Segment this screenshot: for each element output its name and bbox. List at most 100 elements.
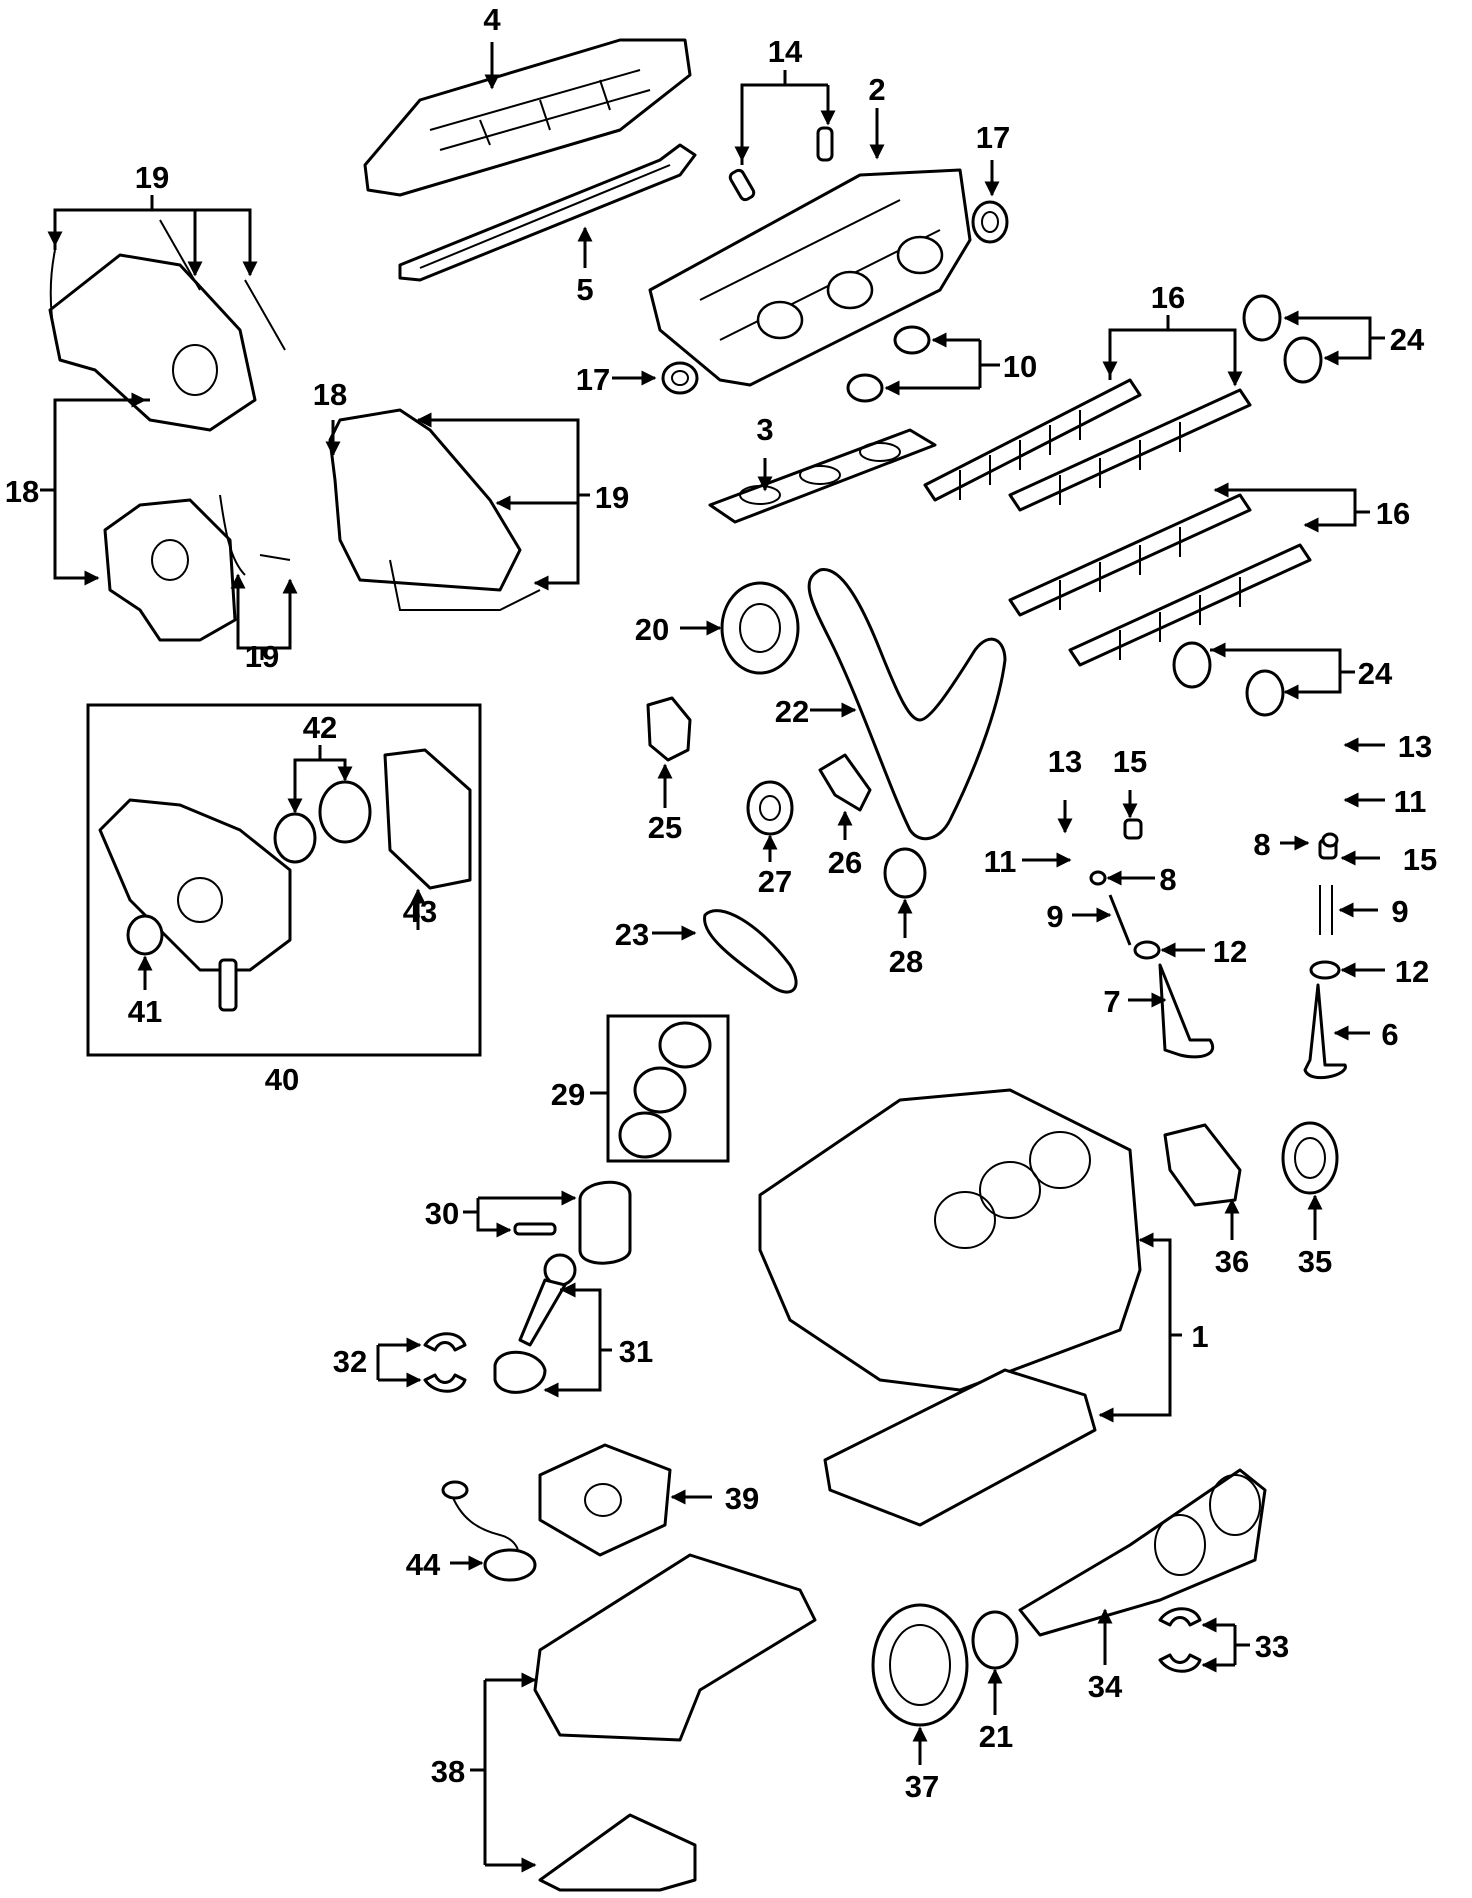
callout-12: 12 xyxy=(1213,934,1247,969)
oil-pump-cover-part[interactable] xyxy=(383,748,472,890)
callout-43: 43 xyxy=(403,894,437,929)
rod-bearing-part[interactable] xyxy=(423,1332,467,1393)
camshaft-part[interactable] xyxy=(923,378,1312,667)
callout-19: 19 xyxy=(595,480,629,515)
callout-12: 12 xyxy=(1395,954,1429,989)
valve-train-part[interactable] xyxy=(1089,818,1347,1080)
callout-42: 42 xyxy=(303,710,337,745)
cam-sprocket-part[interactable] xyxy=(1172,294,1323,717)
tensioner-arm-part[interactable] xyxy=(818,753,872,812)
callout-6: 6 xyxy=(1381,1017,1398,1052)
callout-24: 24 xyxy=(1390,322,1425,357)
callout-1: 1 xyxy=(1191,1319,1208,1354)
main-bearing-part[interactable] xyxy=(1158,1607,1202,1673)
rear-seal-housing-part[interactable] xyxy=(1163,1123,1242,1207)
gasket-set-box xyxy=(606,1014,730,1163)
callout-41: 41 xyxy=(128,994,162,1029)
accessory-belt-part[interactable] xyxy=(703,909,798,994)
callout-10: 10 xyxy=(1003,349,1037,384)
crank-sprocket-part[interactable] xyxy=(720,581,800,675)
oil-pump-housing-part[interactable] xyxy=(98,798,292,972)
callout-13: 13 xyxy=(1048,744,1082,779)
callout-37: 37 xyxy=(905,1769,939,1804)
callout-9: 9 xyxy=(1046,899,1063,934)
callout-24: 24 xyxy=(1358,656,1393,691)
callout-30: 30 xyxy=(425,1196,459,1231)
cylinder-head-part[interactable] xyxy=(648,168,972,387)
engine-block-part[interactable] xyxy=(758,1088,1142,1392)
callout-4: 4 xyxy=(483,2,501,37)
callout-8: 8 xyxy=(1159,862,1176,897)
callout-31: 31 xyxy=(619,1334,653,1369)
callout-21: 21 xyxy=(979,1719,1013,1754)
relief-valve-part[interactable] xyxy=(218,958,238,1012)
callout-13: 13 xyxy=(1398,729,1432,764)
rear-timing-cover-part[interactable] xyxy=(328,408,541,611)
callout-38: 38 xyxy=(431,1754,465,1789)
callout-17: 17 xyxy=(576,362,610,397)
connecting-rod-part[interactable] xyxy=(493,1253,577,1394)
callout-25: 25 xyxy=(648,810,682,845)
callout-23: 23 xyxy=(615,917,649,952)
callout-11: 11 xyxy=(984,844,1017,879)
callout-27: 27 xyxy=(758,864,792,899)
gasket-set-part[interactable] xyxy=(618,1021,712,1159)
callout-22: 22 xyxy=(775,694,809,729)
callout-2: 2 xyxy=(868,72,885,107)
callout-9: 9 xyxy=(1391,894,1408,929)
camshaft-seal-part[interactable] xyxy=(661,200,1009,395)
callout-19: 19 xyxy=(135,160,169,195)
baffle-plate-part[interactable] xyxy=(538,1443,672,1557)
callout-29: 29 xyxy=(551,1077,585,1112)
idler-pulley-part[interactable] xyxy=(746,780,794,836)
callout-26: 26 xyxy=(828,845,862,880)
callout-3: 3 xyxy=(756,412,773,447)
timing-belt-part[interactable] xyxy=(807,568,1007,841)
callout-15: 15 xyxy=(1403,842,1437,877)
upper-timing-cover-part[interactable] xyxy=(48,219,286,432)
callout-15: 15 xyxy=(1113,744,1147,779)
rear-main-seal-part[interactable] xyxy=(1281,1121,1339,1195)
lower-timing-cover-part[interactable] xyxy=(103,494,291,642)
crank-gear-part[interactable] xyxy=(971,1610,1019,1670)
crank-pulley-part[interactable] xyxy=(871,1603,969,1727)
callout-18: 18 xyxy=(5,474,39,509)
callout-16: 16 xyxy=(1151,280,1185,315)
callout-11: 11 xyxy=(1394,784,1427,819)
callout-20: 20 xyxy=(635,612,669,647)
callout-32: 32 xyxy=(333,1344,367,1379)
callout-34: 34 xyxy=(1088,1669,1123,1704)
callout-36: 36 xyxy=(1215,1244,1249,1279)
callout-labels: 4 14 2 17 19 5 16 24 17 10 18 3 18 19 16… xyxy=(5,2,1437,1804)
callout-16: 16 xyxy=(1376,496,1410,531)
callout-7: 7 xyxy=(1103,984,1120,1019)
crankshaft-part[interactable] xyxy=(1018,1468,1267,1637)
callout-40: 40 xyxy=(265,1062,299,1097)
callout-14: 14 xyxy=(768,34,803,69)
dowel-pins-part[interactable] xyxy=(728,126,834,202)
oil-pan-part[interactable] xyxy=(533,1553,817,1892)
belt-tensioner-part[interactable] xyxy=(646,696,692,762)
callout-44: 44 xyxy=(406,1547,441,1582)
bearing-cap-part[interactable] xyxy=(823,1368,1097,1527)
pump-seal-part[interactable] xyxy=(126,914,164,956)
oil-pump-kit-box xyxy=(86,703,482,1057)
oil-pickup-part[interactable] xyxy=(441,1480,537,1582)
callout-39: 39 xyxy=(725,1481,759,1516)
callout-8: 8 xyxy=(1253,827,1270,862)
callout-28: 28 xyxy=(889,944,923,979)
callout-5: 5 xyxy=(576,272,593,307)
callout-19: 19 xyxy=(245,639,279,674)
piston-part[interactable] xyxy=(513,1180,632,1265)
oil-pump-gears-part[interactable] xyxy=(273,780,372,864)
callout-18: 18 xyxy=(313,377,347,412)
callout-17: 17 xyxy=(976,120,1010,155)
callout-35: 35 xyxy=(1298,1244,1332,1279)
intake-gasket-part[interactable] xyxy=(708,428,937,524)
tube-seal-part[interactable] xyxy=(846,325,931,403)
callout-33: 33 xyxy=(1255,1629,1289,1664)
idler-part[interactable] xyxy=(883,847,927,899)
valve-cover-gasket-part[interactable] xyxy=(398,143,697,282)
leader-lines xyxy=(40,42,1385,1873)
